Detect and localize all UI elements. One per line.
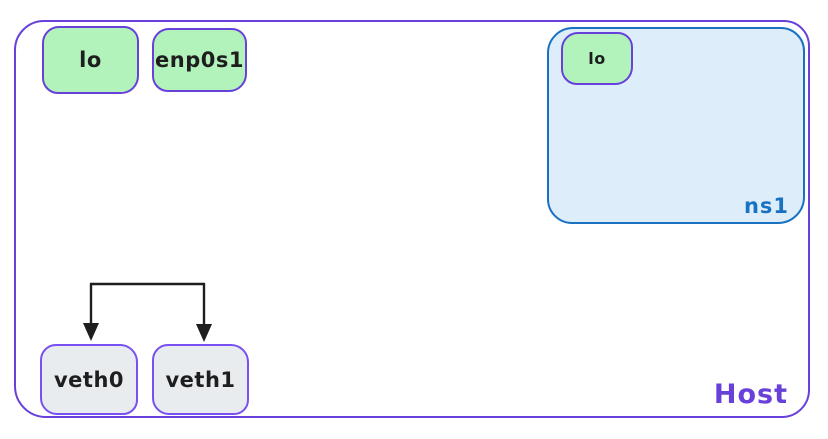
node-host-lo-label: lo [79,48,102,72]
node-ns1-lo-label: lo [588,49,606,68]
node-enp0s1-label: enp0s1 [155,48,244,72]
namespace-ns1-container[interactable]: lo ns1 [547,27,805,224]
node-veth1-label: veth1 [165,367,236,392]
node-veth1[interactable]: veth1 [152,344,249,415]
host-container[interactable]: lo enp0s1 lo ns1 veth0 veth1 Host [14,20,810,418]
node-enp0s1[interactable]: enp0s1 [152,28,247,92]
host-label: Host [713,379,788,410]
node-ns1-lo[interactable]: lo [561,32,633,85]
node-host-lo[interactable]: lo [42,26,139,94]
node-veth0-label: veth0 [53,367,125,392]
node-veth0[interactable]: veth0 [40,344,138,415]
namespace-ns1-label: ns1 [743,194,789,218]
